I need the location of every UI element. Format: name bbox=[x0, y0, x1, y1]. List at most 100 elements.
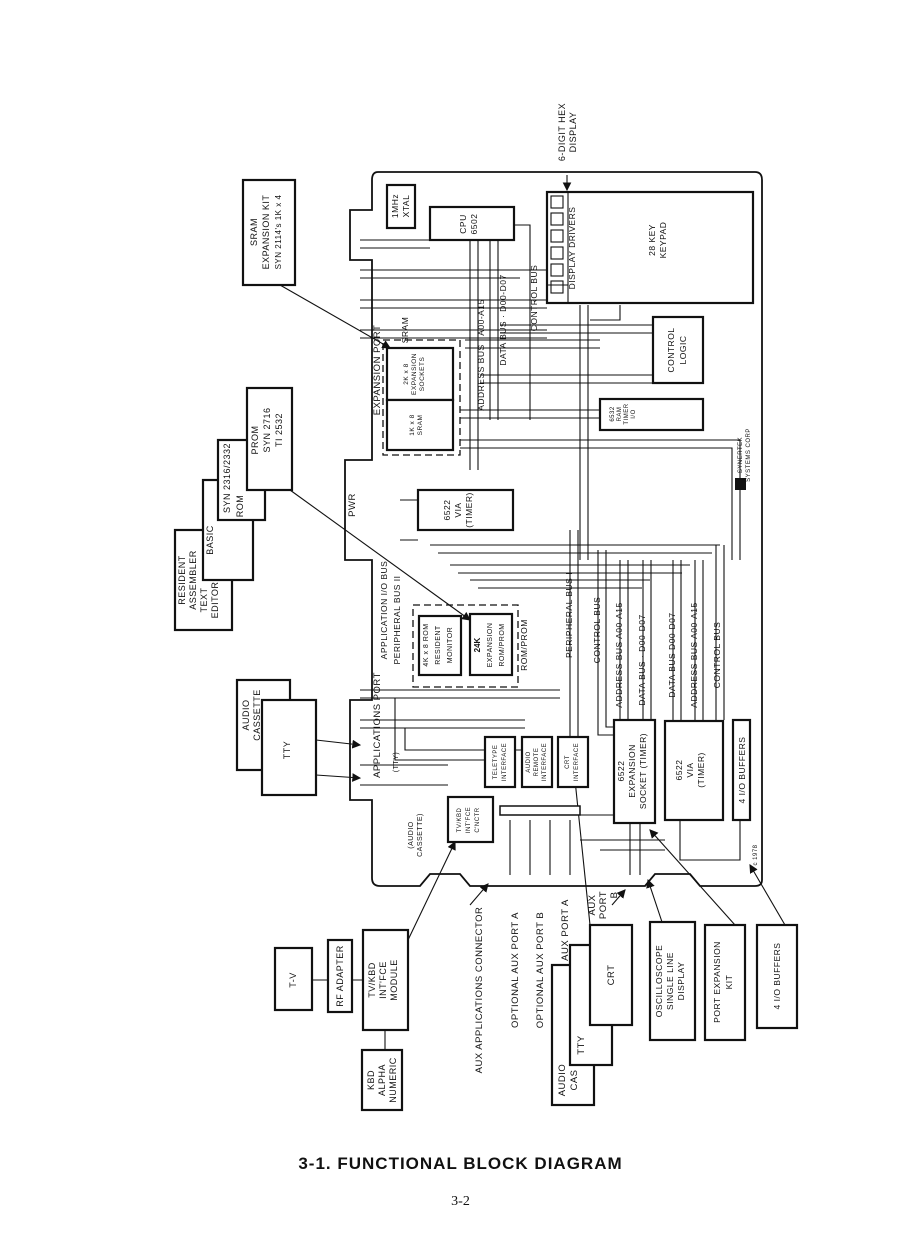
seven-segment-digits bbox=[550, 195, 564, 294]
tty-aux-label: TTY bbox=[576, 1035, 587, 1055]
kbd-block: KBD ALPHA NUMERIC bbox=[360, 1048, 404, 1112]
rom-expansion-label: EXPANSION bbox=[487, 623, 494, 668]
control-bus-label: CONTROL BUS bbox=[592, 597, 602, 664]
peripheral-bus-1-label: PERIPHERAL BUS I bbox=[564, 572, 574, 658]
tty-label: TTY bbox=[282, 741, 292, 760]
keypad-label: 28 KEY bbox=[647, 224, 657, 256]
rom-label: SYN 2316/2332 bbox=[222, 443, 232, 513]
audio-cas-label: CAS bbox=[569, 1069, 580, 1090]
aux-b-label: AUX bbox=[587, 894, 598, 915]
port-expansion-label: PORT EXPANSION bbox=[712, 941, 722, 1023]
riot-label: I/O bbox=[631, 409, 637, 419]
hex-display-label: DISPLAY bbox=[568, 112, 578, 153]
applications-port-label: APPLICATIONS PORT bbox=[372, 672, 383, 778]
rf-adapter-label: RF ADAPTER bbox=[335, 945, 345, 1007]
kbd-label: ALPHA bbox=[377, 1064, 387, 1096]
rom-label: ROM bbox=[235, 495, 245, 518]
data-bus-label: DATA BUS · D00-D07 bbox=[498, 274, 508, 365]
assembler-label: EDITOR bbox=[210, 582, 220, 619]
audio-remote-label: REMOTE bbox=[534, 748, 540, 777]
oscilloscope-label: OSCILLOSCOPE bbox=[654, 945, 664, 1018]
logo-text: SYSTEMS CORP bbox=[746, 428, 752, 482]
via-bottom-block: 6522 VIA (TIMER) bbox=[663, 719, 725, 822]
display-keypad-block: DISPLAY DRIVERS 28 KEY KEYPAD bbox=[545, 190, 755, 305]
crt-interface-label: INTERFACE bbox=[574, 743, 580, 781]
via-expansion-socket-block: 6522 EXPANSION SOCKET (TIMER) bbox=[612, 718, 657, 825]
display-drivers-label: DISPLAY DRIVERS bbox=[567, 207, 577, 290]
control-bus-label: CONTROL BUS bbox=[529, 265, 539, 332]
io-buffers-block: 4 I/O BUFFERS bbox=[731, 718, 752, 822]
control-logic-label: CONTROL bbox=[666, 327, 676, 372]
external-io-buffers-label: 4 I/O BUFFERS bbox=[772, 943, 782, 1010]
aux-b-label: B bbox=[609, 892, 620, 899]
crt-block: CRT bbox=[588, 923, 634, 1027]
rom-monitor-label: MONITOR bbox=[447, 627, 454, 663]
external-io-buffers-block: 4 I/O BUFFERS bbox=[755, 923, 799, 1030]
assembler-label: ASSEMBLER bbox=[188, 550, 198, 610]
sram-kit-label: SYN 2114's 1K x 4 bbox=[274, 195, 283, 270]
oscilloscope-label: SINGLE LINE bbox=[665, 952, 675, 1010]
audio-cassette-label: AUDIO bbox=[241, 699, 251, 730]
sram-kit-label: EXPANSION KIT bbox=[261, 195, 271, 270]
sram-group-label: SRAM bbox=[400, 317, 410, 344]
crt-label: CRT bbox=[606, 965, 617, 986]
aux-connector-label: AUX APPLICATIONS CONNECTOR bbox=[474, 907, 485, 1074]
tv-block: T-V bbox=[273, 946, 314, 1012]
oscilloscope-label: DISPLAY bbox=[676, 962, 686, 1001]
tvkbd-connector-block: TV/KBD INT'FCE C'NCTR bbox=[446, 795, 495, 844]
aux-port-labels: AUX APPLICATIONS CONNECTOR OPTIONAL AUX … bbox=[474, 891, 620, 1074]
prom-label: SYN 2716 bbox=[262, 407, 272, 452]
via-bottom-label: VIA bbox=[685, 762, 695, 777]
xtal-label: 1MHz bbox=[390, 194, 400, 218]
tvkbd-connector-label: TV/KBD bbox=[457, 807, 463, 832]
audio-remote-label: INTERFACE bbox=[542, 743, 548, 781]
via-top-label: (TIMER) bbox=[464, 492, 474, 528]
optional-aux-a-label: OPTIONAL AUX PORT A bbox=[510, 912, 521, 1028]
aux-b-label: PORT bbox=[598, 891, 609, 919]
oscilloscope-block: OSCILLOSCOPE SINGLE LINE DISPLAY bbox=[648, 920, 697, 1042]
optional-aux-b-label: OPTIONAL AUX PORT B bbox=[535, 912, 546, 1029]
hex-display-label: 6-DIGIT HEX bbox=[557, 103, 567, 161]
xtal-label: XTAL bbox=[401, 195, 411, 218]
assembler-label: TEXT bbox=[199, 587, 209, 612]
interface-connector-bar bbox=[499, 805, 581, 816]
aux-a-label: AUX PORT A bbox=[560, 899, 571, 961]
io-buffers-label: 4 I/O BUFFERS bbox=[737, 737, 747, 804]
via-top-label: VIA bbox=[453, 502, 463, 517]
crt-interface-label: CRT bbox=[565, 755, 571, 769]
pwr-label: PWR bbox=[347, 493, 358, 517]
basic-label: BASIC bbox=[205, 525, 215, 555]
logo-text: SYNERTEK bbox=[738, 437, 744, 473]
sram-expansion-label: SOCKETS bbox=[419, 357, 426, 392]
prom-label: TI 2532 bbox=[274, 413, 284, 447]
rom-monitor-label: 4K x 8 ROM bbox=[423, 623, 430, 666]
cpu-label: CPU bbox=[458, 214, 468, 233]
expansion-port-label: EXPANSION PORT bbox=[372, 325, 383, 416]
address-bus-label: ADDRESS BUS · A00-A15 bbox=[476, 299, 486, 411]
data-bus-label: DATA BUS D00-D07 bbox=[667, 612, 677, 697]
riot-label: RAM bbox=[617, 407, 623, 422]
board-labels: EXPANSION PORT PWR APPLICATIONS PORT (AU… bbox=[347, 265, 722, 857]
crt-interface-block: CRT INTERFACE bbox=[556, 735, 590, 789]
sram-expansion-label: 2K x 8 bbox=[403, 363, 410, 384]
kbd-label: NUMERIC bbox=[388, 1057, 398, 1103]
data-bus-label: DATA BUS · D00-D07 bbox=[637, 614, 647, 705]
audio-remote-label: AUDIO bbox=[526, 751, 532, 773]
sram-expansion-kit: SRAM EXPANSION KIT SYN 2114's 1K x 4 bbox=[241, 178, 297, 287]
audio-cassette-label: CASSETTE bbox=[252, 689, 262, 741]
kbd-label: KBD bbox=[366, 1070, 376, 1090]
via-expansion-label: EXPANSION bbox=[627, 744, 637, 797]
rom-expansion-label: 24K bbox=[473, 637, 482, 652]
tty-label: (TTY) bbox=[393, 752, 400, 772]
audio-cassette-label: (AUDIO bbox=[408, 821, 415, 849]
control-bus-label: CONTROL BUS bbox=[712, 622, 722, 689]
application-io-bus-label: APPLICATION I/O BUS bbox=[379, 561, 389, 660]
figure-caption: 3-1. FUNCTIONAL BLOCK DIAGRAM bbox=[298, 1154, 623, 1173]
prom-label: PROM bbox=[250, 426, 260, 455]
sram-1k-label: SRAM bbox=[417, 415, 424, 436]
via-expansion-label: SOCKET (TIMER) bbox=[638, 733, 648, 809]
audio-remote-interface-block: AUDIO REMOTE INTERFACE bbox=[520, 735, 554, 789]
rom-group-label: ROM/PROM bbox=[519, 619, 529, 671]
via-top-label: 6522 bbox=[442, 500, 452, 521]
